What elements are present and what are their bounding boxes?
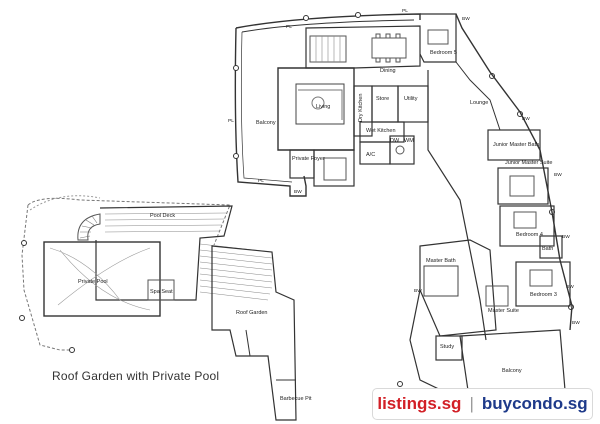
label-balcony-west: Balcony bbox=[256, 120, 276, 126]
logo-separator: | bbox=[469, 394, 474, 413]
label-bw-2: BW bbox=[462, 16, 470, 22]
watermark-logo: listings.sg | buycondo.sg bbox=[372, 388, 593, 420]
label-master-bath: Master Bath bbox=[426, 258, 456, 264]
label-bw-7: BW bbox=[414, 288, 422, 294]
label-bw-5: BW bbox=[562, 234, 570, 240]
label-pool-deck: Pool Deck bbox=[150, 213, 175, 219]
label-bw-8: BW bbox=[572, 320, 580, 326]
main-unit-plan bbox=[233, 12, 574, 405]
label-wm: WM bbox=[404, 138, 414, 144]
label-roof-garden: Roof Garden bbox=[236, 310, 268, 316]
logo-buycondo: buycondo.sg bbox=[481, 394, 588, 413]
label-spa-seat: Spa Seat bbox=[150, 289, 173, 295]
label-bw-6: BW bbox=[566, 284, 574, 290]
label-pl-4: PL bbox=[258, 178, 264, 184]
label-dw: DW bbox=[390, 138, 400, 144]
label-bedroom-5: Bedroom 5 bbox=[430, 50, 457, 56]
roof-garden-plan bbox=[19, 195, 297, 421]
label-private-pool: Private Pool bbox=[78, 279, 108, 285]
label-ac: A/C bbox=[366, 152, 375, 158]
label-dry-kitchen: Dry Kitchen bbox=[358, 94, 364, 122]
label-utility: Utility bbox=[404, 96, 418, 102]
label-dining: Dining bbox=[380, 68, 396, 74]
label-bedroom-4: Bedroom 4 bbox=[516, 232, 543, 238]
label-barbecue-pit: Barbecue Pit bbox=[280, 396, 312, 402]
logo-listings: listings.sg bbox=[377, 394, 462, 413]
label-pl-2: PL bbox=[402, 8, 408, 14]
label-pl-1: PL bbox=[286, 24, 292, 30]
label-junior-bath: Junior Master Bath bbox=[493, 142, 539, 148]
label-study: Study bbox=[440, 344, 454, 350]
label-lounge: Lounge bbox=[470, 100, 488, 106]
label-bw-3: BW bbox=[522, 116, 530, 122]
label-bath: Bath bbox=[542, 246, 553, 252]
label-master-suite: Master Suite bbox=[488, 308, 519, 314]
label-pl-3: PL bbox=[228, 118, 234, 124]
label-store: Store bbox=[376, 96, 389, 102]
label-living: Living bbox=[316, 104, 330, 110]
label-wet-kitchen: Wet Kitchen bbox=[366, 128, 396, 134]
label-balcony-south: Balcony bbox=[502, 368, 522, 374]
plan-caption: Roof Garden with Private Pool bbox=[52, 369, 220, 383]
label-bw-4: BW bbox=[554, 172, 562, 178]
label-private-foyer: Private Foyer bbox=[292, 156, 325, 162]
label-junior-suite: Junior Master Suite bbox=[505, 160, 552, 166]
label-bw-1: BW bbox=[294, 189, 302, 195]
label-bedroom-3: Bedroom 3 bbox=[530, 292, 557, 298]
